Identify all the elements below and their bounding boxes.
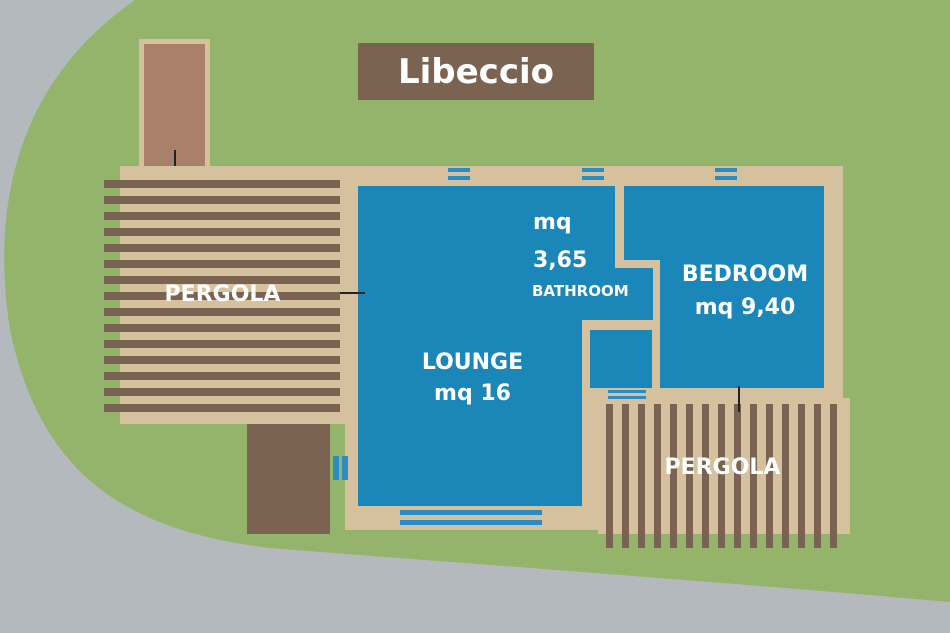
bathroom-area-prefix: mq — [533, 210, 572, 235]
pergola-slat — [104, 212, 340, 220]
pergola-slat — [104, 196, 340, 204]
pergola-slat — [734, 404, 741, 548]
pergola-slat — [104, 308, 340, 316]
pergola-slat — [718, 404, 725, 548]
bathroom-label: BATHROOM — [532, 282, 629, 300]
pergola-slat — [702, 404, 709, 548]
pergola-slat — [104, 276, 340, 284]
pergola-slat — [104, 340, 340, 348]
bathroom-area-value: 3,65 — [533, 248, 588, 273]
pergola-slat — [104, 180, 340, 188]
pergola-slat — [104, 292, 340, 300]
pergola-left-structure — [104, 166, 345, 424]
lounge-room-extension — [358, 186, 513, 320]
pergola-slat — [104, 356, 340, 364]
pergola-right-label: PERGOLA — [664, 455, 781, 480]
pergola-slat — [654, 404, 661, 548]
pergola-left-label: PERGOLA — [164, 282, 281, 307]
pergola-slat — [104, 372, 340, 380]
title-banner: Libeccio — [358, 43, 594, 100]
windows — [333, 168, 737, 525]
plan-title: Libeccio — [397, 51, 555, 92]
pergola-slat — [606, 404, 613, 548]
hallway-room — [590, 330, 652, 388]
bathroom-room — [522, 186, 653, 320]
pergola-slat — [104, 404, 340, 412]
bedroom-room — [624, 186, 824, 388]
lounge-label: LOUNGE mq 16 — [385, 347, 560, 409]
pergola-slat — [830, 404, 837, 548]
pergola-slat — [104, 388, 340, 396]
pergola-slat — [782, 404, 789, 548]
bedroom-name: BEDROOM — [681, 262, 809, 287]
pergola-slat — [104, 244, 340, 252]
lower-deck — [247, 424, 330, 534]
pergola-slat — [622, 404, 629, 548]
pergola-slat — [104, 260, 340, 268]
pergola-slat — [750, 404, 757, 548]
bedroom-area: mq 9,40 — [694, 295, 796, 320]
pergola-slat — [104, 228, 340, 236]
pergola-slat — [638, 404, 645, 548]
pergola-slat — [104, 324, 340, 332]
pergola-slat — [670, 404, 677, 548]
pergola-slat — [766, 404, 773, 548]
pergola-slat — [798, 404, 805, 548]
lounge-area: mq 16 — [434, 381, 511, 406]
pergola-right-structure — [598, 398, 850, 548]
pergola-slat — [814, 404, 821, 548]
lounge-name: LOUNGE — [421, 350, 524, 375]
pergola-slat — [686, 404, 693, 548]
bedroom-label: BEDROOM mq 9,40 — [665, 258, 825, 324]
